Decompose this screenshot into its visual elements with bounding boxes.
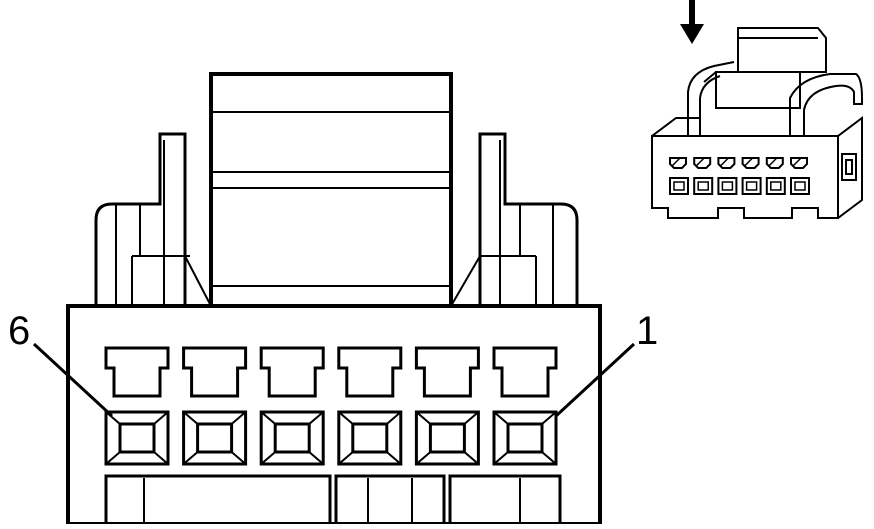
inset-cavity-inner — [794, 181, 806, 191]
down-arrow-icon — [680, 0, 704, 44]
cavity-inner — [118, 422, 156, 454]
pin-cavity-4 — [259, 346, 325, 466]
inset-latch-hatch — [719, 157, 729, 167]
inset-latch-hatch — [744, 157, 754, 167]
cavity-outer — [259, 410, 325, 466]
inset-terminal-latch — [693, 157, 712, 169]
inset-cavity — [741, 177, 762, 195]
cavity-bevel — [415, 451, 432, 465]
cavity-inner — [196, 422, 234, 454]
cavity-bevel — [463, 411, 480, 425]
bottom-keys — [104, 474, 562, 524]
pin-label-right: 1 — [554, 309, 658, 418]
cavity-bevel — [153, 411, 169, 425]
inset-terminal-latch — [790, 157, 808, 169]
left-lock-ear — [94, 132, 212, 307]
cavity-bevel — [386, 451, 402, 465]
cavity-outer — [104, 410, 170, 466]
inset-cavity-inner — [697, 181, 709, 191]
inset-cavity — [717, 177, 738, 195]
terminal-latch — [337, 346, 403, 398]
inset-cavity — [790, 177, 810, 195]
cavity-inner — [428, 422, 466, 454]
cavity-bevel — [182, 451, 199, 465]
cavity-bevel — [541, 411, 557, 425]
pin-cavity-5 — [182, 346, 248, 466]
inset-latch-hatch — [695, 157, 705, 167]
inset-connector-view — [651, 0, 863, 219]
cavity-bevel — [308, 411, 324, 425]
cavity-bevel — [338, 451, 354, 465]
cavity-bevel — [308, 451, 324, 465]
terminal-latch — [104, 346, 170, 398]
cavity-bevel — [493, 411, 509, 425]
cavity-bevel — [230, 411, 247, 425]
inset-terminal-latch — [717, 157, 736, 169]
inset-latch-hatch — [768, 157, 778, 167]
cavity-bevel — [386, 411, 402, 425]
inset-cavity-inner — [721, 181, 734, 191]
pin-label-left: 6 — [8, 309, 114, 418]
terminal-latch — [414, 346, 480, 398]
terminal-latch — [492, 346, 558, 398]
cavity-bevel — [338, 411, 354, 425]
cavity-inner — [273, 422, 311, 454]
inset-terminal-latch — [765, 157, 784, 169]
cavity-bevel — [463, 451, 480, 465]
cavity-outer — [492, 410, 558, 466]
terminal-latch — [182, 346, 248, 398]
cavity-outer — [182, 410, 248, 466]
cavity-bevel — [260, 411, 276, 425]
pin-cavity-1 — [492, 346, 558, 466]
pin-cavity-3 — [337, 346, 403, 466]
cavity-bevel — [415, 411, 432, 425]
inset-cavity-inner — [770, 181, 782, 191]
cavity-bevel — [493, 451, 509, 465]
cavity-bevel — [260, 451, 276, 465]
inset-cavity-inner — [673, 181, 685, 191]
pin-number-1: 1 — [636, 309, 658, 353]
inset-latch-hatch — [671, 157, 681, 167]
pin-cavity-6 — [104, 346, 170, 466]
cavity-outer — [337, 410, 403, 466]
inset-pin-cavities — [669, 157, 810, 195]
cavity-outer — [414, 410, 480, 466]
cavity-bevel — [105, 451, 121, 465]
inset-cavity-inner — [745, 181, 758, 191]
pin-number-6: 6 — [8, 309, 30, 353]
cavity-bevel — [153, 451, 169, 465]
inset-terminal-latch — [741, 157, 760, 169]
center-latch — [209, 72, 453, 308]
inset-terminal-latch — [669, 157, 687, 169]
cavity-inner — [351, 422, 389, 454]
terminal-latch — [259, 346, 325, 398]
inset-latch-hatch — [792, 157, 802, 167]
pin-cavity-row — [104, 346, 558, 466]
inset-cavity — [693, 177, 714, 195]
cavity-bevel — [182, 411, 199, 425]
pin-cavity-2 — [414, 346, 480, 466]
cavity-bevel — [541, 451, 557, 465]
inset-cavity — [669, 177, 689, 195]
cavity-inner — [506, 422, 544, 454]
cavity-bevel — [230, 451, 247, 465]
right-lock-ear — [450, 132, 579, 307]
inset-cavity — [765, 177, 786, 195]
